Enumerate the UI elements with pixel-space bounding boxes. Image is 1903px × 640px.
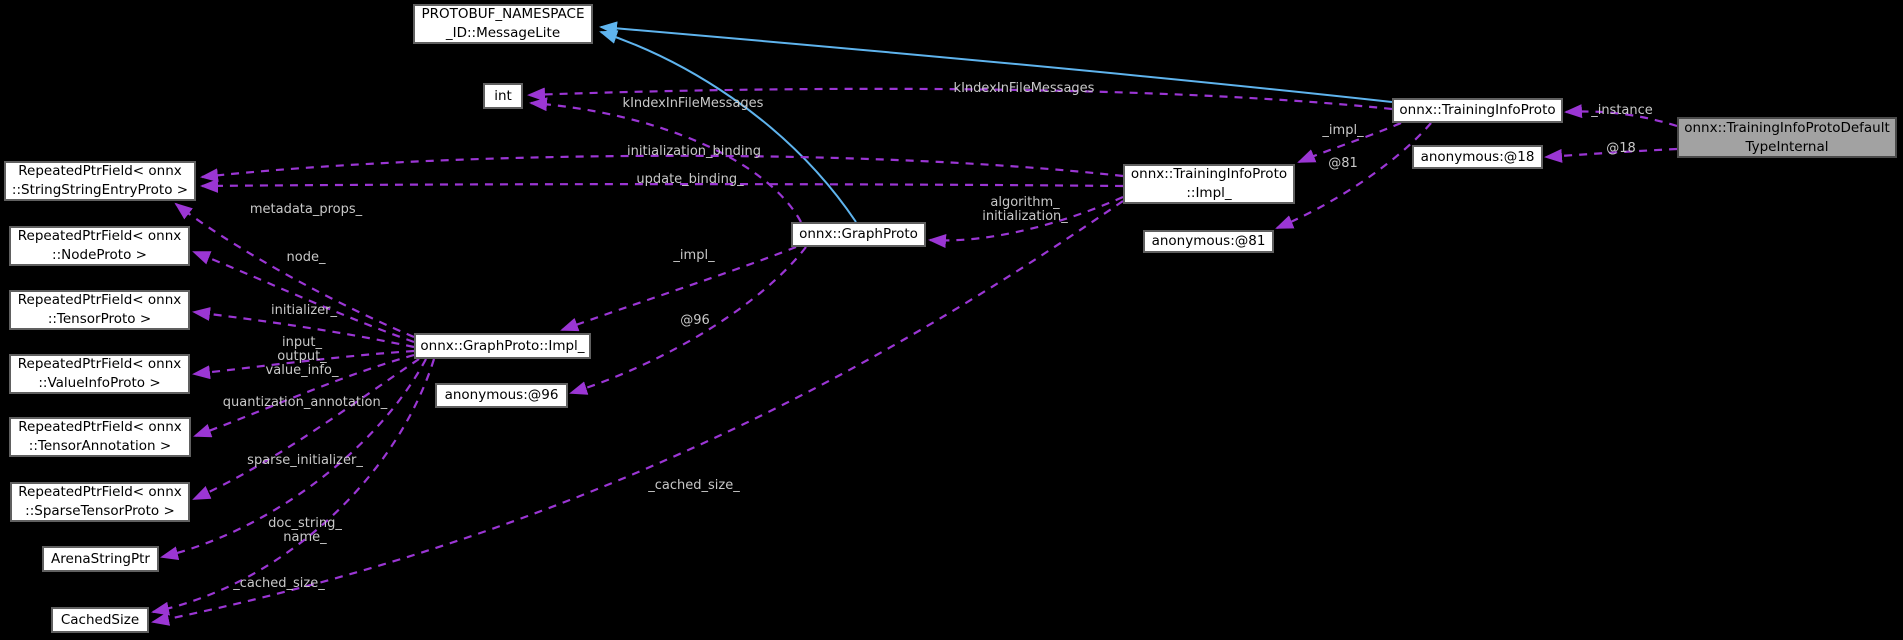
node-arenastringptr[interactable]: ArenaStringPtr	[42, 546, 159, 572]
edge-label-impl-graphproto: _impl_	[673, 248, 715, 263]
edge-traininginfoproto-inherits-messagelite	[599, 21, 1393, 103]
edge-label-input-output-valueinfo: input_ output_ value_info_	[265, 335, 339, 378]
edge-label-at18: @18	[1606, 141, 1636, 156]
edge-graphproto-kindexinfilemessages	[529, 97, 802, 223]
edge-node	[192, 250, 415, 344]
edge-metadata-props	[174, 202, 415, 339]
edge-label-kindexinfilemessages-traininginfoproto: kIndexInFileMessages	[953, 81, 1095, 96]
edge-label-at96: @96	[680, 313, 710, 328]
edge-label-kindexinfilemessages-graphproto: kIndexInFileMessages	[622, 96, 764, 111]
edge-label-metadata-props: metadata_props_	[249, 202, 363, 217]
edge-impl-graphproto	[560, 245, 797, 332]
node-graphproto-impl[interactable]: onnx::GraphProto::Impl_	[414, 333, 591, 359]
edge-label-sparse-initializer: sparse_initializer_	[247, 453, 363, 468]
edge-label-quantization-annotation: quantization_annotation_	[222, 395, 388, 410]
edge-label-instance: _instance	[1591, 103, 1653, 118]
edge-initializer	[192, 307, 415, 349]
edge-label-impl-traininginfoproto: _impl_	[1322, 123, 1364, 138]
node-repeatedptrfield-tensorannotation[interactable]: RepeatedPtrField< onnx ::TensorAnnotatio…	[9, 417, 191, 457]
node-anonymous-81[interactable]: anonymous:@81	[1143, 230, 1274, 253]
node-messagelite[interactable]: PROTOBUF_NAMESPACE _ID::MessageLite	[413, 4, 593, 44]
edge-label-initializer: initializer_	[270, 303, 338, 318]
node-traininginfoproto-defaulttypeinternal[interactable]: onnx::TrainingInfoProtoDefault TypeInter…	[1677, 117, 1897, 158]
edge-graphproto-inherits-messagelite	[599, 30, 857, 223]
edge-update-binding	[200, 178, 1124, 193]
node-repeatedptrfield-sparsetensorproto[interactable]: RepeatedPtrField< onnx ::SparseTensorPro…	[10, 482, 190, 522]
edge-algorithm-initialization	[928, 195, 1124, 249]
node-repeatedptrfield-nodeproto[interactable]: RepeatedPtrField< onnx ::NodeProto >	[9, 226, 190, 266]
edge-label-cached-size-training: _cached_size_	[648, 478, 740, 493]
edge-doc-string-name	[160, 358, 427, 561]
node-repeatedptrfield-tensorproto[interactable]: RepeatedPtrField< onnx ::TensorProto >	[9, 290, 190, 330]
node-graphproto[interactable]: onnx::GraphProto	[791, 222, 926, 247]
edge-label-initialization-binding: initialization_binding	[626, 144, 762, 159]
edge-label-doc-string-name: doc_string_ name_	[268, 516, 342, 545]
node-traininginfoproto-impl[interactable]: onnx::TrainingInfoProto ::Impl_	[1123, 164, 1295, 204]
edge-sparse-initializer	[192, 358, 420, 501]
edge-label-at81: @81	[1328, 156, 1358, 171]
edge-label-node: node_	[286, 250, 326, 265]
node-anonymous-96[interactable]: anonymous:@96	[435, 383, 568, 408]
edge-cached-size-training	[151, 200, 1124, 626]
edge-at81	[1275, 122, 1432, 230]
node-cachedsize[interactable]: CachedSize	[51, 607, 149, 633]
edge-label-algorithm-initialization: algorithm_ initialization_	[982, 195, 1068, 224]
node-anonymous-18[interactable]: anonymous:@18	[1412, 145, 1543, 169]
edge-traininginfoproto-kindexinfilemessages	[527, 87, 1393, 111]
edge-label-update-binding: update_binding_	[636, 172, 744, 187]
edge-quantization-annotation	[193, 353, 415, 438]
edge-at96	[569, 246, 807, 395]
edge-cached-size-graph	[151, 358, 436, 616]
node-repeatedptrfield-stringstringentryproto[interactable]: RepeatedPtrField< onnx ::StringStringEnt…	[4, 161, 196, 201]
edge-initialization-binding	[200, 154, 1124, 183]
edge-at18	[1544, 147, 1678, 163]
node-traininginfoproto[interactable]: onnx::TrainingInfoProto	[1392, 98, 1563, 123]
edge-label-cached-size-graph: _cached_size_	[233, 576, 325, 591]
node-int[interactable]: int	[483, 83, 523, 109]
node-repeatedptrfield-valueinfoproto[interactable]: RepeatedPtrField< onnx ::ValueInfoProto …	[9, 354, 190, 394]
edge-input-output-valueinfo	[192, 349, 415, 380]
